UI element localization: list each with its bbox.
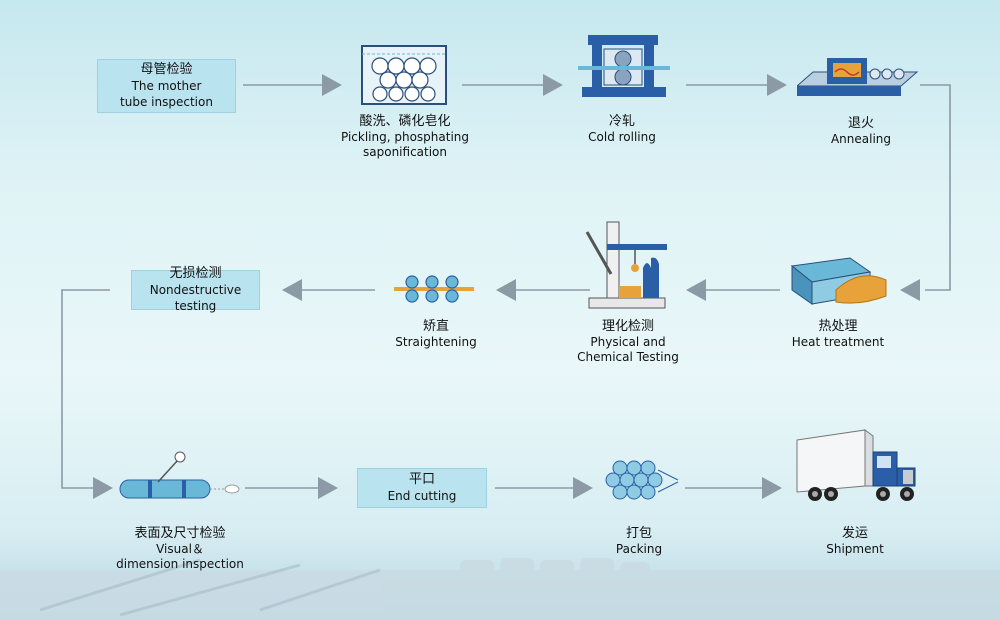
pickling-tank-icon — [361, 45, 447, 105]
connector-right — [920, 84, 951, 291]
step-visual-en1: Visual＆ — [156, 542, 204, 556]
step-straightening-en1: Straightening — [395, 335, 477, 349]
arrow-1-head — [322, 74, 342, 96]
step-physical-zh: 理化检测 — [601, 319, 654, 334]
step-annealing-zh: 退火 — [847, 116, 875, 131]
step-pickling-en1: Pickling, phosphating — [340, 130, 470, 144]
step-packing-label: 打包 Packing — [616, 525, 662, 557]
connector-left — [61, 289, 110, 489]
step-shipment-zh: 发运 — [841, 526, 868, 541]
step-end-cutting-zh: 平口 — [408, 472, 435, 487]
factory-background — [0, 558, 1000, 619]
arrow-4-head — [900, 279, 920, 301]
arrow-3-head — [767, 74, 787, 96]
step-cold-rolling-zh: 冷轧 — [608, 114, 636, 129]
arrow-2-head — [543, 74, 563, 96]
step-end-cutting-box: 平口 End cutting — [357, 468, 487, 508]
step-cold-rolling-label: 冷轧 Cold rolling — [588, 113, 656, 145]
step-visual-en2: dimension inspection — [116, 557, 244, 571]
step-visual-zh: 表面及尺寸检验 — [134, 526, 226, 541]
step-mother-tube-en2: tube inspection — [120, 95, 213, 109]
step-shipment-label: 发运 Shipment — [826, 525, 884, 557]
step-pickling-en2: saponification — [363, 145, 447, 159]
arrow-8-head — [93, 477, 113, 499]
step-heat-treatment-en1: Heat treatment — [791, 335, 885, 349]
step-pickling-label: 酸洗、磷化皂化 Pickling, phosphating saponifica… — [341, 113, 469, 160]
arrow-11-head — [762, 477, 782, 499]
heat-treatment-icon — [790, 257, 887, 305]
step-straightening-label: 矫直 Straightening — [395, 318, 476, 350]
step-end-cutting-en1: End cutting — [387, 489, 457, 503]
annealing-furnace-icon — [797, 58, 919, 96]
step-heat-treatment-zh: 热处理 — [818, 319, 858, 334]
step-pickling-zh: 酸洗、磷化皂化 — [359, 114, 451, 129]
step-annealing-en1: Annealing — [830, 132, 892, 146]
step-ndt-box: 无损检测 Nondestructive testing — [131, 266, 260, 313]
step-shipment-en1: Shipment — [826, 542, 884, 556]
packed-tube-bundle-icon — [605, 460, 679, 500]
testing-machine-icon — [585, 221, 667, 309]
step-packing-en1: Packing — [615, 542, 663, 556]
step-ndt-zh: 无损检测 — [169, 266, 222, 281]
step-physical-en1: Physical and — [590, 335, 666, 349]
straightening-rollers-icon — [394, 275, 474, 303]
arrow-5-head — [686, 279, 706, 301]
step-visual-label: 表面及尺寸检验 Visual＆ dimension inspection — [116, 525, 244, 572]
cold-rolling-mill-icon — [578, 35, 670, 97]
step-physical-en2: Chemical Testing — [577, 350, 679, 364]
step-annealing-label: 退火 Annealing — [831, 115, 891, 147]
step-packing-zh: 打包 — [625, 526, 652, 541]
arrow-10-head — [573, 477, 593, 499]
arrow-9-head — [318, 477, 338, 499]
step-mother-tube-box: 母管检验 The mother tube inspection — [97, 59, 236, 113]
step-physical-label: 理化检测 Physical and Chemical Testing — [577, 318, 679, 365]
step-mother-tube-en1: The mother — [131, 79, 202, 93]
step-ndt-en1: Nondestructive testing — [149, 283, 242, 313]
inspection-tube-icon — [119, 451, 240, 499]
arrow-6-head — [496, 279, 516, 301]
truck-icon — [796, 429, 916, 501]
step-heat-treatment-label: 热处理 Heat treatment — [792, 318, 884, 350]
step-cold-rolling-en1: Cold rolling — [588, 130, 656, 144]
step-straightening-zh: 矫直 — [422, 319, 450, 334]
arrow-7-head — [282, 279, 302, 301]
step-mother-tube-zh: 母管检验 — [140, 62, 193, 77]
